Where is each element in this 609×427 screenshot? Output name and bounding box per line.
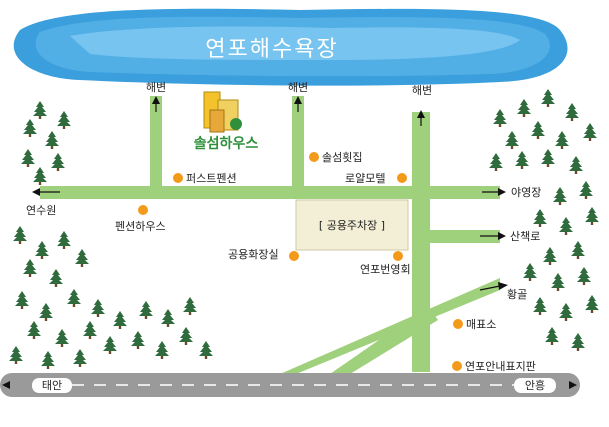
- highway: [0, 373, 580, 397]
- location-dot-icon: [173, 173, 183, 183]
- logo-text: 솔섬하우스: [194, 135, 259, 152]
- label-first-pension: 퍼스트펜션: [186, 172, 237, 185]
- label-sancheokro: 산책로: [510, 230, 540, 243]
- anheung-pill: [514, 378, 556, 393]
- beach-label-2: 해변: [288, 80, 308, 94]
- forest-left: [9, 101, 213, 369]
- road-arrows: [2, 188, 577, 389]
- location-markers: [138, 152, 463, 371]
- location-dot-icon: [138, 205, 148, 215]
- parking-lot-label: [ 공용주차장 ]: [319, 219, 385, 232]
- beach-label-1: 해변: [146, 80, 166, 94]
- label-royal-motel: 로얄모텔: [345, 171, 385, 185]
- label-yayeongjang: 야영장: [511, 186, 541, 199]
- local-roads: [40, 96, 500, 374]
- location-dot-icon: [397, 173, 407, 183]
- label-hwanggol: 황골: [507, 288, 527, 301]
- parking-lot: [ 공용주차장 ]: [295, 199, 409, 251]
- forest-right: [489, 89, 599, 351]
- sky-banner: 연포해수욕장: [13, 8, 568, 86]
- location-dot-icon: [289, 251, 299, 261]
- beach-label-3: 해변: [412, 83, 432, 97]
- label-solsum-house: 솔섬횟집: [322, 151, 362, 164]
- label-pension-house: 펜션하우스: [115, 219, 166, 233]
- label-taean: 태안: [42, 379, 62, 392]
- label-yeonpo-office: 연포번영회: [360, 263, 411, 276]
- label-yeonpo-sign: 연포안내표지판: [465, 360, 536, 373]
- building-icon: [203, 91, 242, 133]
- location-dot-icon: [393, 251, 403, 261]
- label-anheung: 안흥: [525, 378, 545, 392]
- taean-pill: [32, 378, 72, 393]
- map-title: 연포해수욕장: [205, 37, 338, 62]
- label-yeonsuwon: 연수원: [26, 204, 56, 217]
- label-ticket-office: 매표소: [466, 318, 496, 331]
- location-dot-icon: [452, 361, 462, 371]
- beach-arrows: [152, 96, 425, 126]
- location-dot-icon: [309, 152, 319, 162]
- location-dot-icon: [453, 319, 463, 329]
- label-public-toilet: 공용화장실: [228, 248, 279, 261]
